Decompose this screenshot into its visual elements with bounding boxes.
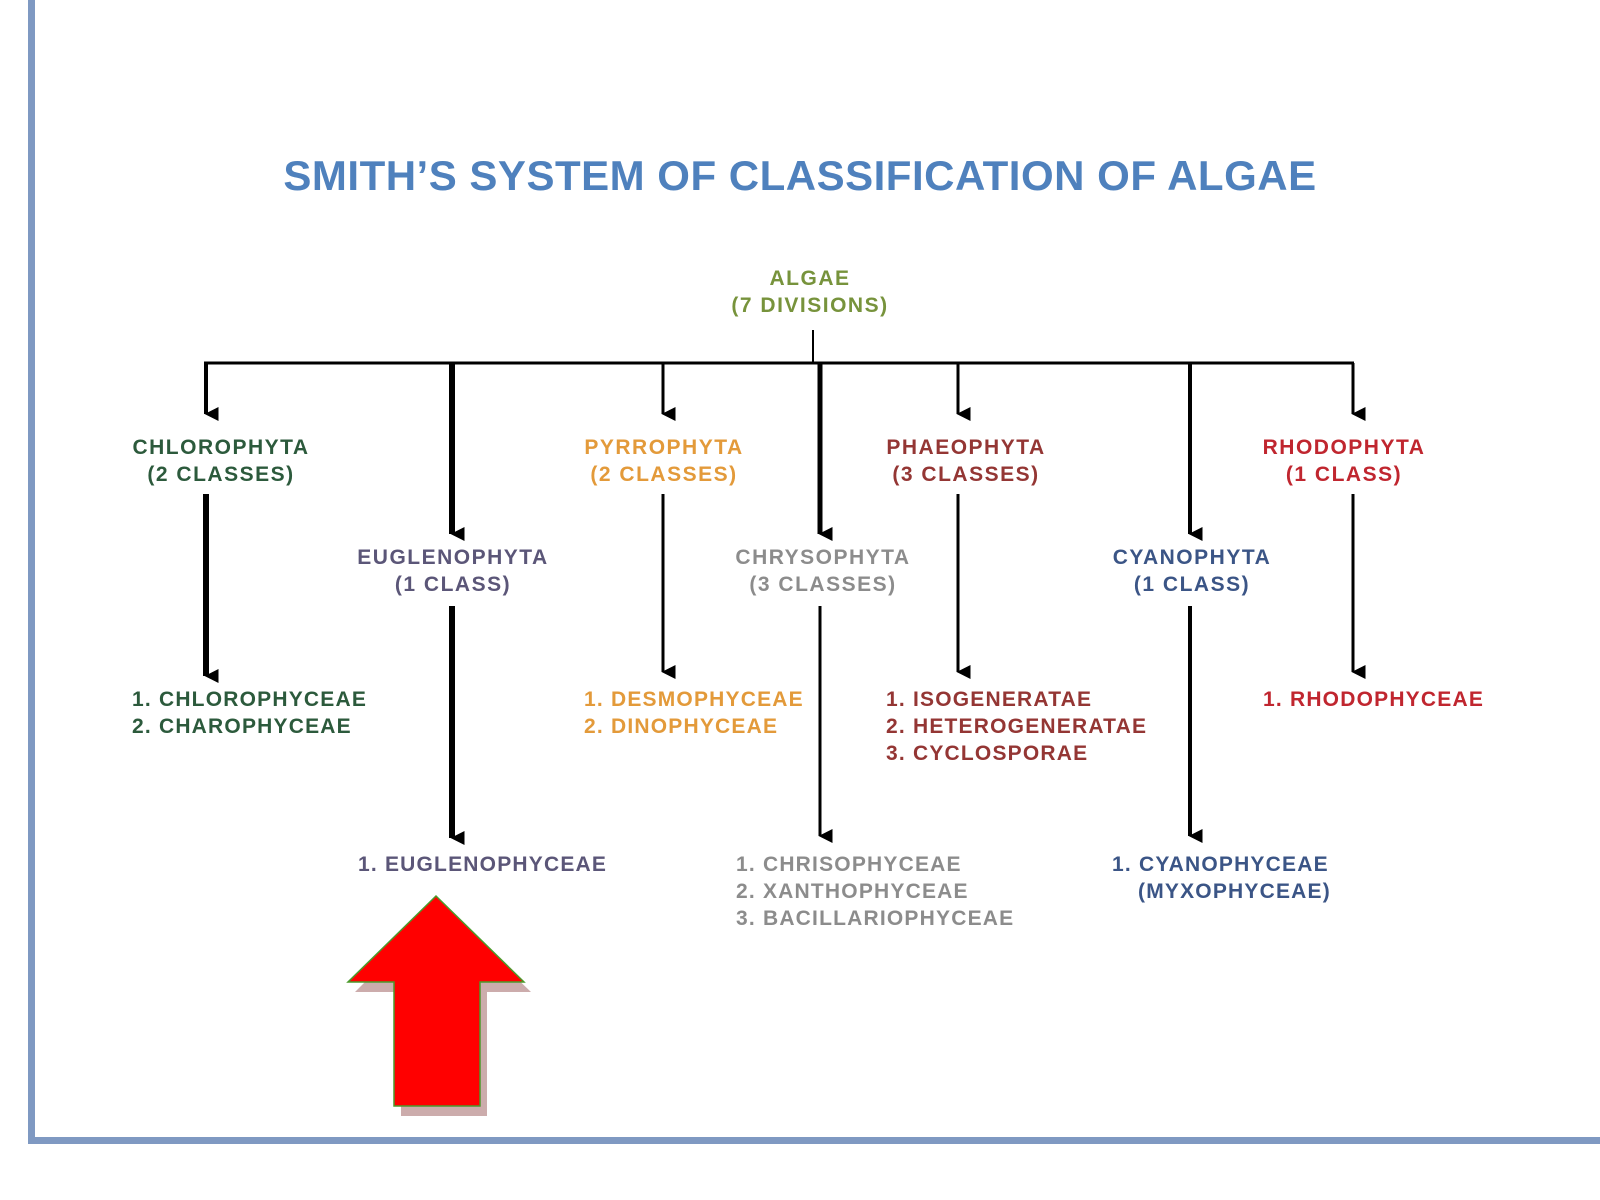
classes-euglenophyta: 1. EUGLENOPHYCEAE	[358, 851, 607, 878]
class-item: 1. CYANOPHYCEAE	[1112, 853, 1329, 876]
division-chrysophyta: CHRYSOPHYTA (3 CLASSES)	[735, 544, 910, 598]
division-class-count: (2 CLASSES)	[590, 463, 738, 486]
class-item: 1. ISOGENERATAE	[886, 688, 1093, 711]
classes-cyanophyta: 1. CYANOPHYCEAE (MYXOPHYCEAE)	[1112, 851, 1331, 905]
division-class-count: (1 CLASS)	[1133, 573, 1251, 596]
division-pyrrophyta: PYRROPHYTA (2 CLASSES)	[584, 434, 743, 488]
division-class-count: (3 CLASSES)	[749, 573, 897, 596]
division-phaeophyta: PHAEOPHYTA (3 CLASSES)	[886, 434, 1045, 488]
classes-chrysophyta: 1. CHRISOPHYCEAE 2. XANTHOPHYCEAE 3. BAC…	[736, 851, 1014, 932]
division-name: RHODOPHYTA	[1262, 436, 1426, 459]
division-cyanophyta: CYANOPHYTA (1 CLASS)	[1113, 544, 1272, 598]
root-node-algae: ALGAE (7 DIVISIONS)	[731, 265, 888, 319]
division-name: PYRROPHYTA	[584, 436, 744, 459]
division-class-count: (1 CLASS)	[1285, 463, 1403, 486]
classes-chlorophyta: 1. CHLOROPHYCEAE 2. CHAROPHYCEAE	[132, 686, 367, 740]
division-class-count: (2 CLASSES)	[147, 463, 295, 486]
root-sub: (7 DIVISIONS)	[731, 294, 889, 317]
class-item: 2. XANTHOPHYCEAE	[736, 880, 969, 903]
class-item: 3. CYCLOSPORAE	[886, 742, 1089, 765]
class-item: 1. RHODOPHYCEAE	[1263, 688, 1485, 711]
class-item: 1. CHLOROPHYCEAE	[132, 688, 368, 711]
division-euglenophyta: EUGLENOPHYTA (1 CLASS)	[357, 544, 548, 598]
class-item: 1. DESMOPHYCEAE	[584, 688, 804, 711]
division-name: PHAEOPHYTA	[886, 436, 1046, 459]
classes-pyrrophyta: 1. DESMOPHYCEAE 2. DINOPHYCEAE	[584, 686, 804, 740]
class-item: 1. CHRISOPHYCEAE	[736, 853, 962, 876]
root-name: ALGAE	[769, 267, 851, 290]
classes-phaeophyta: 1. ISOGENERATAE 2. HETEROGENERATAE 3. CY…	[886, 686, 1147, 767]
class-item: 2. HETEROGENERATAE	[886, 715, 1148, 738]
division-class-count: (3 CLASSES)	[892, 463, 1040, 486]
diagram-title: SMITH’S SYSTEM OF CLASSIFICATION OF ALGA…	[283, 152, 1317, 199]
division-class-count: (1 CLASS)	[394, 573, 512, 596]
division-chlorophyta: CHLOROPHYTA (2 CLASSES)	[132, 434, 309, 488]
class-item: 2. CHAROPHYCEAE	[132, 715, 352, 738]
class-item: 1. EUGLENOPHYCEAE	[358, 853, 608, 876]
division-name: CHRYSOPHYTA	[735, 546, 911, 569]
page-frame	[28, 0, 1600, 1144]
division-rhodophyta: RHODOPHYTA (1 CLASS)	[1263, 434, 1426, 488]
division-name: CHLOROPHYTA	[132, 436, 310, 459]
division-name: CYANOPHYTA	[1112, 546, 1272, 569]
classes-rhodophyta: 1. RHODOPHYCEAE	[1263, 686, 1484, 713]
class-item: 2. DINOPHYCEAE	[584, 715, 779, 738]
red-up-arrow-icon	[346, 894, 531, 1116]
class-item-synonym: (MYXOPHYCEAE)	[1138, 880, 1331, 903]
class-item: 3. BACILLARIOPHYCEAE	[736, 907, 1015, 930]
division-name: EUGLENOPHYTA	[357, 546, 549, 569]
